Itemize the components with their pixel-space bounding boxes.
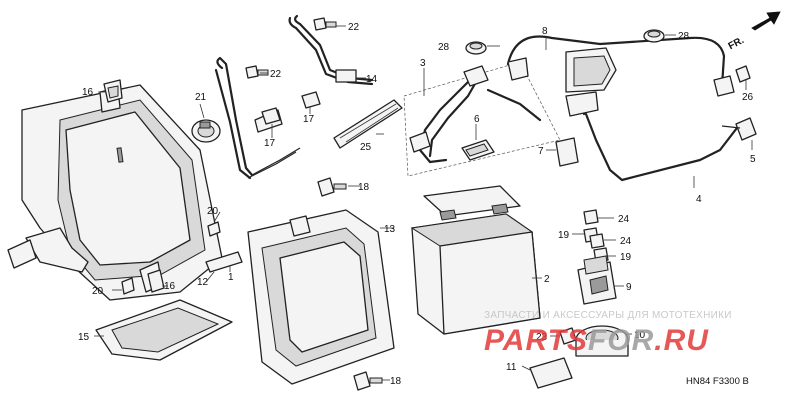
band-21-part <box>191 119 221 143</box>
grommet-28-right-part <box>643 29 665 43</box>
callout-6: 6 <box>474 114 480 125</box>
grommet-28-left-part <box>465 41 487 55</box>
front-direction-arrow: FR. <box>727 11 781 52</box>
terminal-boot-5-part <box>721 117 757 141</box>
callout-10: 10 <box>634 330 646 341</box>
watermark: ЗАПЧАСТИ И АКСЕССУАРЫ ДЛЯ МОТОТЕХНИКИ PA… <box>484 310 732 357</box>
sub-harness-3-part <box>403 61 561 177</box>
callout-24: 24 <box>620 236 632 247</box>
callout-14: 14 <box>366 74 378 85</box>
relay-holder-10-part <box>575 325 629 357</box>
nut-17-a-part <box>261 107 281 125</box>
nut-24-bottom-part <box>589 233 605 249</box>
callout-28: 28 <box>438 42 450 53</box>
clip-16-bottom-part <box>147 269 165 293</box>
callout-28: 28 <box>678 31 690 42</box>
bolt-20-bottom-part <box>121 277 135 295</box>
callout-3: 3 <box>420 58 426 69</box>
relay-cover-part <box>565 47 617 93</box>
arrow-icon <box>751 11 781 31</box>
callout-13: 13 <box>384 224 396 235</box>
starter-relay-9-part <box>577 255 617 305</box>
callout-numbers: 22 22 28 8 28 3 16 14 26 21 17 17 6 5 25… <box>78 22 756 387</box>
relay-7-part <box>555 137 579 167</box>
nut-17-b-part <box>301 91 321 109</box>
bolt-22-top-part <box>313 17 337 31</box>
callout-8: 8 <box>542 26 548 37</box>
callout-2: 2 <box>544 274 550 285</box>
callout-17: 17 <box>303 114 315 125</box>
callout-19: 19 <box>558 230 570 241</box>
battery-cable-8-part <box>506 35 735 97</box>
plate-1-part <box>205 251 243 273</box>
callout-25: 25 <box>360 142 372 153</box>
clip-16-part <box>103 79 123 103</box>
battery-stay-14-part <box>214 14 374 180</box>
callout-9: 9 <box>626 282 632 293</box>
callout-26: 26 <box>742 92 754 103</box>
watermark-logo: PARTSFOR.RU <box>484 324 709 357</box>
callout-11: 11 <box>506 362 517 373</box>
bolt-18-bottom-part <box>353 371 383 391</box>
watermark-logo-ru: .RU <box>654 324 709 357</box>
callout-7: 7 <box>538 146 544 157</box>
leader-lines <box>94 25 753 381</box>
callout-19: 19 <box>620 252 632 263</box>
terminal-cover-6-part <box>461 139 495 161</box>
callout-22: 22 <box>270 69 282 80</box>
nut-24-top-part <box>583 209 599 225</box>
callout-4: 4 <box>696 194 702 205</box>
diagram-code: HN84 F3300 B <box>686 376 749 387</box>
watermark-logo-parts: PARTS <box>484 324 588 357</box>
callout-18: 18 <box>390 376 402 387</box>
bolt-18-top-part <box>317 177 347 197</box>
collar-20-part <box>207 221 221 237</box>
callout-24: 24 <box>618 214 630 225</box>
battery-2-part <box>410 185 541 335</box>
screw-26-part <box>735 65 751 83</box>
callout-22: 22 <box>348 22 360 33</box>
callout-21: 21 <box>195 92 207 103</box>
battery-tray-part <box>7 84 223 301</box>
watermark-tagline: ЗАПЧАСТИ И АКСЕССУАРЫ ДЛЯ МОТОТЕХНИКИ <box>484 310 732 321</box>
callout-16: 16 <box>164 281 176 292</box>
battery-cable-4-part <box>565 91 742 182</box>
rubber-strap-25-part <box>333 99 403 149</box>
callout-23: 23 <box>536 332 548 343</box>
callout-20: 20 <box>92 286 104 297</box>
callout-15: 15 <box>78 332 90 343</box>
watermark-logo-for: FOR <box>588 324 654 357</box>
callout-18: 18 <box>358 182 370 193</box>
tray-15-part <box>95 299 233 361</box>
bracket-11-part <box>529 357 573 389</box>
direction-label: FR. <box>727 35 747 52</box>
callout-12: 12 <box>197 277 209 288</box>
callout-20: 20 <box>207 206 219 217</box>
battery-cover-13-part <box>247 209 395 385</box>
callout-17: 17 <box>264 138 276 149</box>
callout-16: 16 <box>82 87 94 98</box>
bolt-22-mid-part <box>245 65 269 79</box>
bolt-23-part <box>559 327 577 345</box>
callout-1: 1 <box>228 272 234 283</box>
callout-5: 5 <box>750 154 756 165</box>
